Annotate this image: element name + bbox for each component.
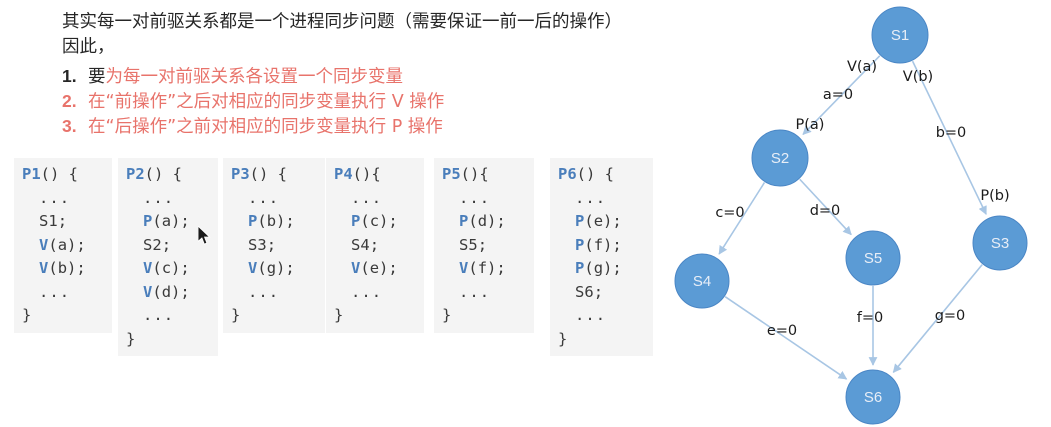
graph-edge-label: c=0 — [715, 205, 744, 221]
graph-node-label: S2 — [771, 150, 789, 167]
code-line: V(d); — [143, 282, 190, 301]
graph-node-label: S3 — [991, 235, 1009, 252]
code-line: P(e); — [575, 212, 622, 230]
code-block-p6: P6() {... P(e); P(f); P(g); S6;...} — [550, 158, 653, 356]
code-line: V(g); — [248, 259, 295, 277]
graph-node-label: S1 — [891, 27, 909, 44]
graph-edge-label: P(a) — [796, 117, 825, 133]
code-block-p2: P2() {... P(a); S2; V(c); V(d);...} — [118, 158, 218, 356]
graph-node-s6 — [845, 369, 901, 425]
graph-edge-label: P(b) — [980, 188, 1009, 204]
list-item-text: 在“前操作”之后对相应的同步变量执行 V 操作 — [88, 92, 445, 112]
code-line: P(f); — [575, 235, 622, 254]
code-block-header: P6() { — [558, 165, 614, 183]
graph-edge-s1-s2 — [802, 55, 881, 136]
code-line: ... — [248, 282, 280, 301]
list-item-number: 2. — [62, 91, 77, 111]
code-block-p5: P5(){... P(d); S5; V(f);...} — [434, 158, 534, 333]
code-line: P(d); — [459, 212, 506, 230]
graph-edge-s2-s4 — [718, 182, 766, 255]
code-line: V(a); — [39, 235, 86, 254]
code-line: P(c); — [351, 212, 398, 230]
code-block-p4: P4(){... P(c); S4; V(e);...} — [326, 158, 424, 333]
code-line: S1; — [39, 212, 68, 230]
code-line: ... — [575, 188, 607, 207]
graph-edge-s3-s6 — [892, 264, 983, 373]
code-line: V(b); — [39, 259, 86, 277]
code-line: ... — [39, 282, 71, 301]
code-block-header: P2() { — [126, 165, 182, 183]
code-block-p3: P3() {... P(b); S3; V(g);...} — [223, 158, 325, 333]
code-block-header: P3() { — [231, 165, 287, 183]
code-line: S2; — [143, 235, 172, 254]
code-line: P(b); — [248, 212, 295, 230]
code-line: ... — [143, 188, 175, 207]
paragraph-line: 因此， — [62, 37, 115, 57]
graph-edge-s2-s5 — [799, 178, 852, 236]
code-line: P(g); — [575, 259, 622, 277]
graph-edge-label: V(a) — [847, 59, 877, 75]
graph-edge-label: V(b) — [903, 69, 933, 85]
graph-node-s3 — [972, 215, 1028, 271]
list-item-text: 为每一对前驱关系各设置一个同步变量 — [105, 67, 404, 87]
graph-edge-s4-s6 — [724, 296, 848, 380]
paragraph-line: 其实每一对前驱关系都是一个进程同步问题（需要保证一前一后的操作） — [62, 12, 622, 32]
code-line: S4; — [351, 235, 380, 254]
list-item-number: 1. — [62, 66, 77, 86]
code-line: ... — [459, 282, 491, 301]
numbered-list: 1. 要 为每一对前驱关系各设置一个同步变量 2. 在“前操作”之后对相应的同步… — [62, 64, 762, 139]
graph-edge-label: e=0 — [767, 323, 797, 339]
code-line: S5; — [459, 235, 488, 254]
list-item-lead: 要 — [88, 67, 106, 87]
list-item: 2. 在“前操作”之后对相应的同步变量执行 V 操作 — [62, 89, 762, 114]
code-line: ... — [248, 188, 280, 207]
graph-node-s1 — [871, 6, 929, 64]
graph-edge-label: b=0 — [936, 125, 967, 141]
code-line: ... — [39, 188, 71, 207]
graph-node-label: S4 — [693, 273, 711, 290]
code-line: V(e); — [351, 259, 398, 277]
code-line: P(a); — [143, 212, 190, 230]
list-item-text: 在“后操作”之前对相应的同步变量执行 P 操作 — [88, 117, 443, 137]
code-block-footer: } — [22, 306, 32, 324]
graph-node-s2 — [751, 129, 809, 187]
code-block-footer: } — [126, 329, 136, 348]
code-line: S3; — [248, 235, 277, 254]
code-line: ... — [351, 282, 383, 301]
code-line: ... — [143, 306, 175, 324]
explanation-text-block: 其实每一对前驱关系都是一个进程同步问题（需要保证一前一后的操作） 因此， 1. … — [62, 10, 762, 139]
list-item: 3. 在“后操作”之前对相应的同步变量执行 P 操作 — [62, 114, 762, 139]
code-line: ... — [575, 306, 607, 324]
list-item: 1. 要 为每一对前驱关系各设置一个同步变量 — [62, 64, 762, 89]
graph-node-s4 — [674, 253, 730, 309]
list-item-number: 3. — [62, 116, 77, 136]
graph-edge-label: d=0 — [810, 203, 841, 219]
code-blocks-row: P1() {... S1; V(a); V(b);...} P2() {... P(a);… — [14, 158, 674, 378]
code-block-footer: } — [334, 306, 344, 324]
graph-edge-label: f=0 — [857, 310, 883, 326]
code-line: S6; — [575, 282, 604, 301]
graph-node-label: S6 — [864, 389, 882, 406]
code-block-p1: P1() {... S1; V(a); V(b);...} — [14, 158, 112, 333]
code-block-footer: } — [231, 306, 241, 324]
code-line: V(f); — [459, 259, 506, 277]
graph-edge-label: a=0 — [823, 87, 853, 103]
code-block-header: P5(){ — [442, 165, 489, 183]
graph-node-label: S5 — [864, 250, 882, 267]
code-line: V(c); — [143, 259, 190, 277]
code-block-footer: } — [558, 329, 568, 348]
code-block-header: P4(){ — [334, 165, 381, 183]
graph-edge-s1-s3 — [911, 60, 987, 215]
code-line: ... — [459, 188, 491, 207]
code-line: ... — [351, 188, 383, 207]
code-block-header: P1() { — [22, 165, 78, 183]
graph-edge-label: g=0 — [935, 308, 966, 324]
code-block-footer: } — [442, 306, 452, 324]
graph-node-s5 — [845, 230, 901, 286]
